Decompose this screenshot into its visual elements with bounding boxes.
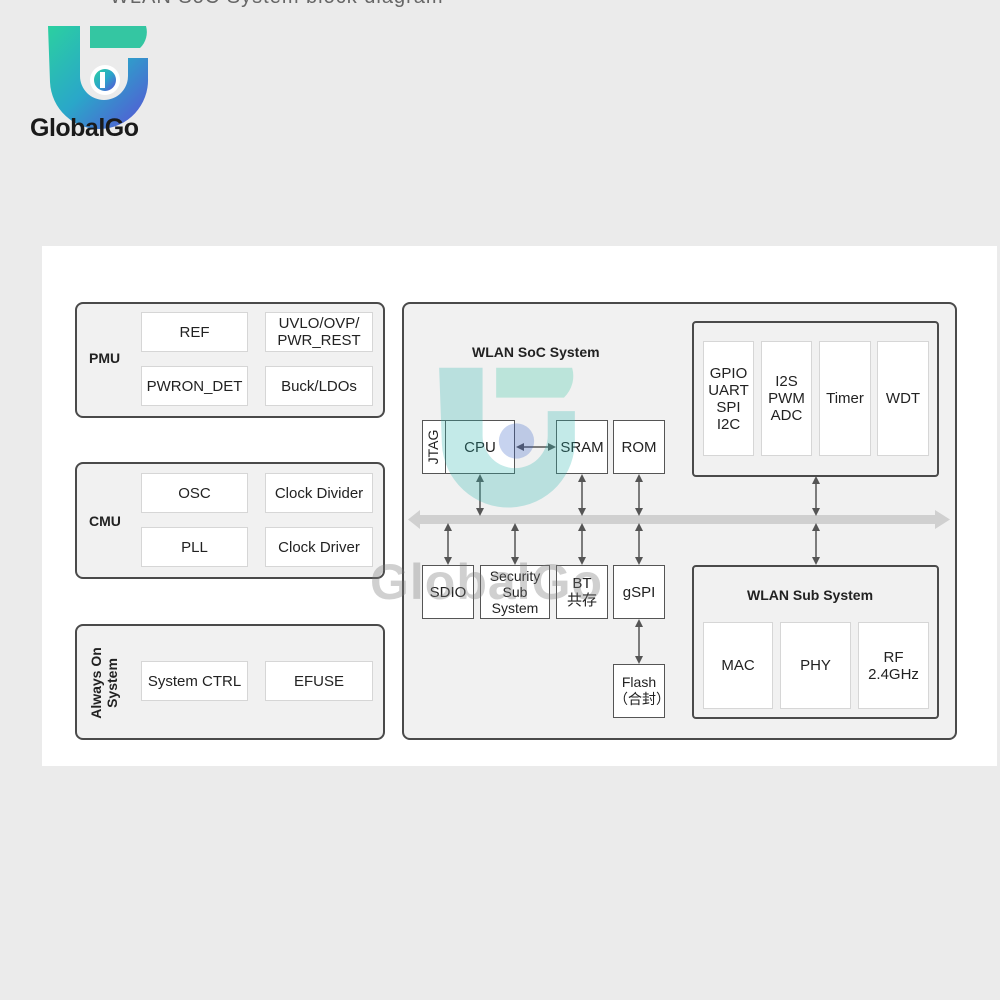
gspi-block: gSPI <box>613 565 665 619</box>
cmu-label: CMU <box>89 513 121 529</box>
pmu-pwron-block: PWRON_DET <box>141 366 248 406</box>
watermark-logo-icon <box>439 367 575 508</box>
jtag-block <box>422 420 446 474</box>
brand-name: GlobalGo <box>30 114 139 142</box>
system-bus-arrow <box>408 510 950 529</box>
gpio-uart-spi-i2c-block: GPIO UART SPI I2C <box>703 341 754 456</box>
cmu-clock-driver-block: Clock Driver <box>265 527 373 567</box>
phy-block: PHY <box>780 622 851 709</box>
pmu-ref-block: REF <box>141 312 248 352</box>
pmu-uvlo-block: UVLO/OVP/ PWR_REST <box>265 312 373 352</box>
rom-block: ROM <box>613 420 665 474</box>
mac-block: MAC <box>703 622 773 709</box>
globalgo-logo-icon <box>48 26 149 130</box>
cmu-osc-block: OSC <box>141 473 248 513</box>
bt-coexistence-block: BT 共存 <box>556 565 608 619</box>
watermark-text: GlobalGo <box>370 554 603 610</box>
pmu-buck-block: Buck/LDOs <box>265 366 373 406</box>
timer-block: Timer <box>819 341 871 456</box>
i2s-pwm-adc-block: I2S PWM ADC <box>761 341 812 456</box>
cmu-clock-divider-block: Clock Divider <box>265 473 373 513</box>
pmu-label: PMU <box>89 350 121 366</box>
efuse-block: EFUSE <box>265 661 373 701</box>
wlan-soc-title: WLAN SoC System <box>472 344 600 360</box>
wlan-sub-system-title: WLAN Sub System <box>747 587 874 603</box>
system-ctrl-block: System CTRL <box>141 661 248 701</box>
security-sub-system-block: Security Sub System <box>480 565 550 619</box>
flash-block: Flash （合封） <box>613 664 670 718</box>
cpu-block: CPU <box>445 420 515 474</box>
sdio-block: SDIO <box>422 565 474 619</box>
cmu-pll-block: PLL <box>141 527 248 567</box>
rf-block: RF 2.4GHz <box>858 622 929 709</box>
top-cut-text: WLAN SoC System block diagram <box>110 0 1000 8</box>
wdt-block: WDT <box>877 341 929 456</box>
sram-block: SRAM <box>556 420 608 474</box>
